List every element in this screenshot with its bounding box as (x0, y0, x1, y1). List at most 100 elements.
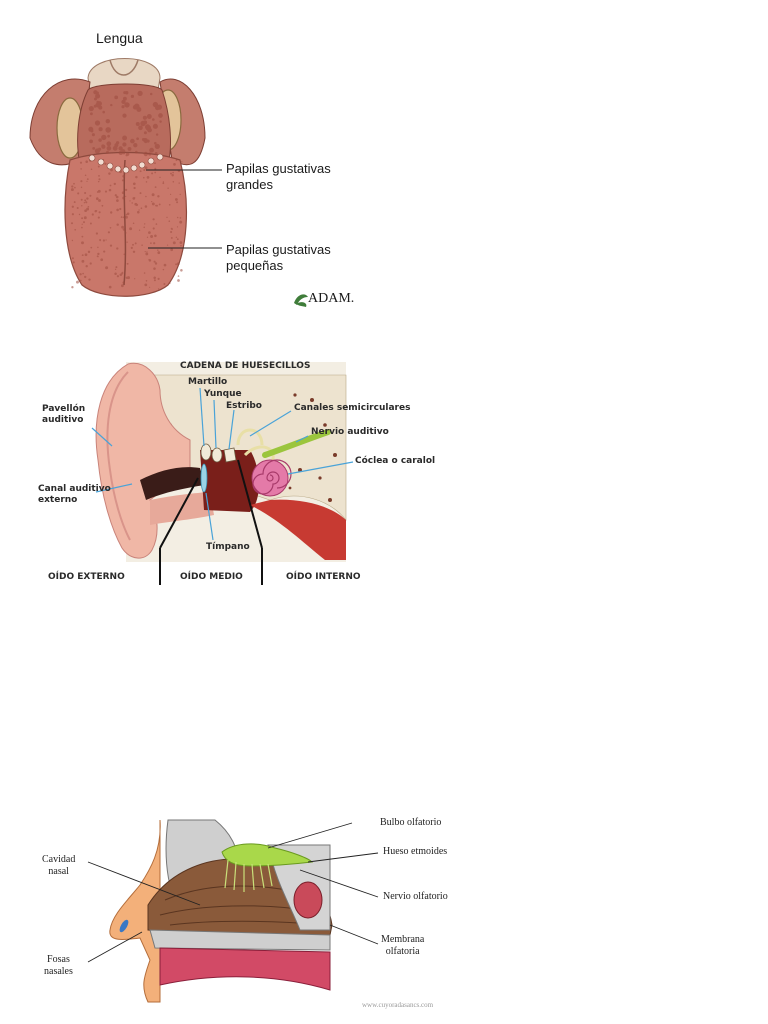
large-papilla-dot (138, 125, 143, 131)
papilla-dot (125, 232, 127, 234)
papilla-dot (148, 231, 151, 234)
large-papilla-dot (154, 151, 158, 155)
papilla-dot (124, 188, 128, 192)
papilla-dot (125, 216, 128, 219)
large-papilla-dot (146, 114, 152, 119)
papilla-dot (84, 253, 88, 257)
papilla-dot (143, 168, 146, 172)
papilla-dot (167, 187, 169, 189)
outer-ear-label: OÍDO EXTERNO (48, 572, 125, 582)
large-papilla-dot (91, 133, 95, 137)
papilla-dot (144, 205, 148, 208)
papilla-dot (119, 207, 122, 211)
papilla-dot (73, 182, 75, 185)
papilla-dot (70, 222, 74, 225)
adam-leaf-icon (294, 294, 308, 307)
papilla-dot (108, 188, 112, 192)
papilla-dot (166, 244, 169, 246)
large-papilla-dot (130, 94, 135, 99)
papilla-dot (89, 194, 92, 197)
papilla-dot (172, 171, 174, 174)
papilla-dot (151, 193, 155, 197)
papilla-dot (97, 165, 100, 168)
papilla-dot (85, 265, 88, 268)
papilla-dot (105, 239, 107, 241)
papilla-dot (109, 244, 113, 247)
eardrum (200, 463, 208, 493)
ear-illustration (91, 362, 354, 585)
papilla-dot (154, 234, 157, 238)
auditory-nerve (262, 429, 331, 458)
large-papilla-dot (118, 150, 123, 156)
papilla-dot (71, 185, 74, 188)
papilla-dot (146, 236, 149, 238)
papilla-dot (158, 203, 161, 206)
papilla-dot (179, 217, 182, 219)
pinna-label: Pavellón auditivo (42, 404, 86, 425)
papilla-dot (73, 201, 76, 204)
papilla-dot (82, 272, 84, 275)
nostril (119, 919, 129, 933)
large-papilla-dot (121, 105, 125, 109)
papilla-dot (114, 272, 117, 275)
large-papilla-dot (143, 131, 147, 135)
papilla-dot (132, 250, 136, 254)
papilla-dot (155, 223, 158, 225)
cochlea-spiral (252, 459, 292, 495)
large-papilla-dot (114, 95, 119, 100)
papilla-dot (153, 279, 156, 282)
nostrils-label: Fosas nasales (44, 954, 73, 977)
large-papilla-dot (110, 103, 113, 107)
tongue-title: Lengua (96, 30, 143, 46)
large-papilla-dot (144, 140, 148, 144)
large-papilla-dot (149, 147, 155, 153)
papilla-dot (154, 162, 156, 165)
papilla-dot (176, 238, 179, 241)
papilla-dot (132, 243, 134, 246)
ear-canal-shape (140, 467, 205, 500)
papilla-dot (73, 262, 75, 264)
papilla-dot (83, 221, 85, 224)
papilla-dot (119, 273, 123, 276)
papilla-dot (88, 278, 91, 281)
papilla-dot (121, 284, 124, 288)
large-papilla-dot (136, 137, 139, 141)
papilla-dot (131, 202, 133, 204)
papilla-dot (129, 227, 133, 231)
papilla-dot (89, 262, 92, 265)
papilla-dot (97, 216, 100, 219)
papilla-dot (122, 228, 126, 231)
olfactory-bulb (221, 843, 314, 867)
papilla-dot (151, 172, 154, 175)
papilla-dot (145, 195, 147, 198)
middle-ear-label: OÍDO MEDIO (180, 572, 243, 582)
papilla-dot (84, 199, 87, 202)
papilla-dot (180, 269, 183, 272)
papilla-dot (154, 167, 157, 170)
papilla-dot (138, 229, 141, 231)
large-papilla-dot (152, 101, 159, 108)
large-papilla-dot (102, 110, 105, 114)
papilla-dot (177, 279, 180, 282)
papilla-dot (104, 162, 107, 165)
sphenoid-sinus (293, 881, 323, 919)
papilla-dot (179, 193, 181, 196)
papilla-dot (154, 186, 157, 189)
papilla-dot (141, 244, 143, 246)
papilla-dot (115, 195, 119, 199)
papilla-dot (81, 254, 84, 256)
papilla-dot (89, 222, 92, 225)
papilla-dot (99, 239, 101, 242)
papilla-dot (149, 286, 151, 288)
nose-leaders (87, 822, 379, 963)
papilla-dot (157, 251, 161, 255)
papilla-dot (168, 220, 171, 223)
papilla-dot (177, 275, 180, 277)
large-papilla-dot (121, 150, 126, 155)
large-papilla-dot (151, 118, 155, 121)
large-papillae-label: Papilas gustativas grandes (226, 161, 331, 192)
papilla-dot (80, 168, 82, 170)
papilla-dot (126, 262, 129, 265)
papilla-dot (152, 218, 155, 221)
large-papilla-dot (122, 135, 128, 141)
